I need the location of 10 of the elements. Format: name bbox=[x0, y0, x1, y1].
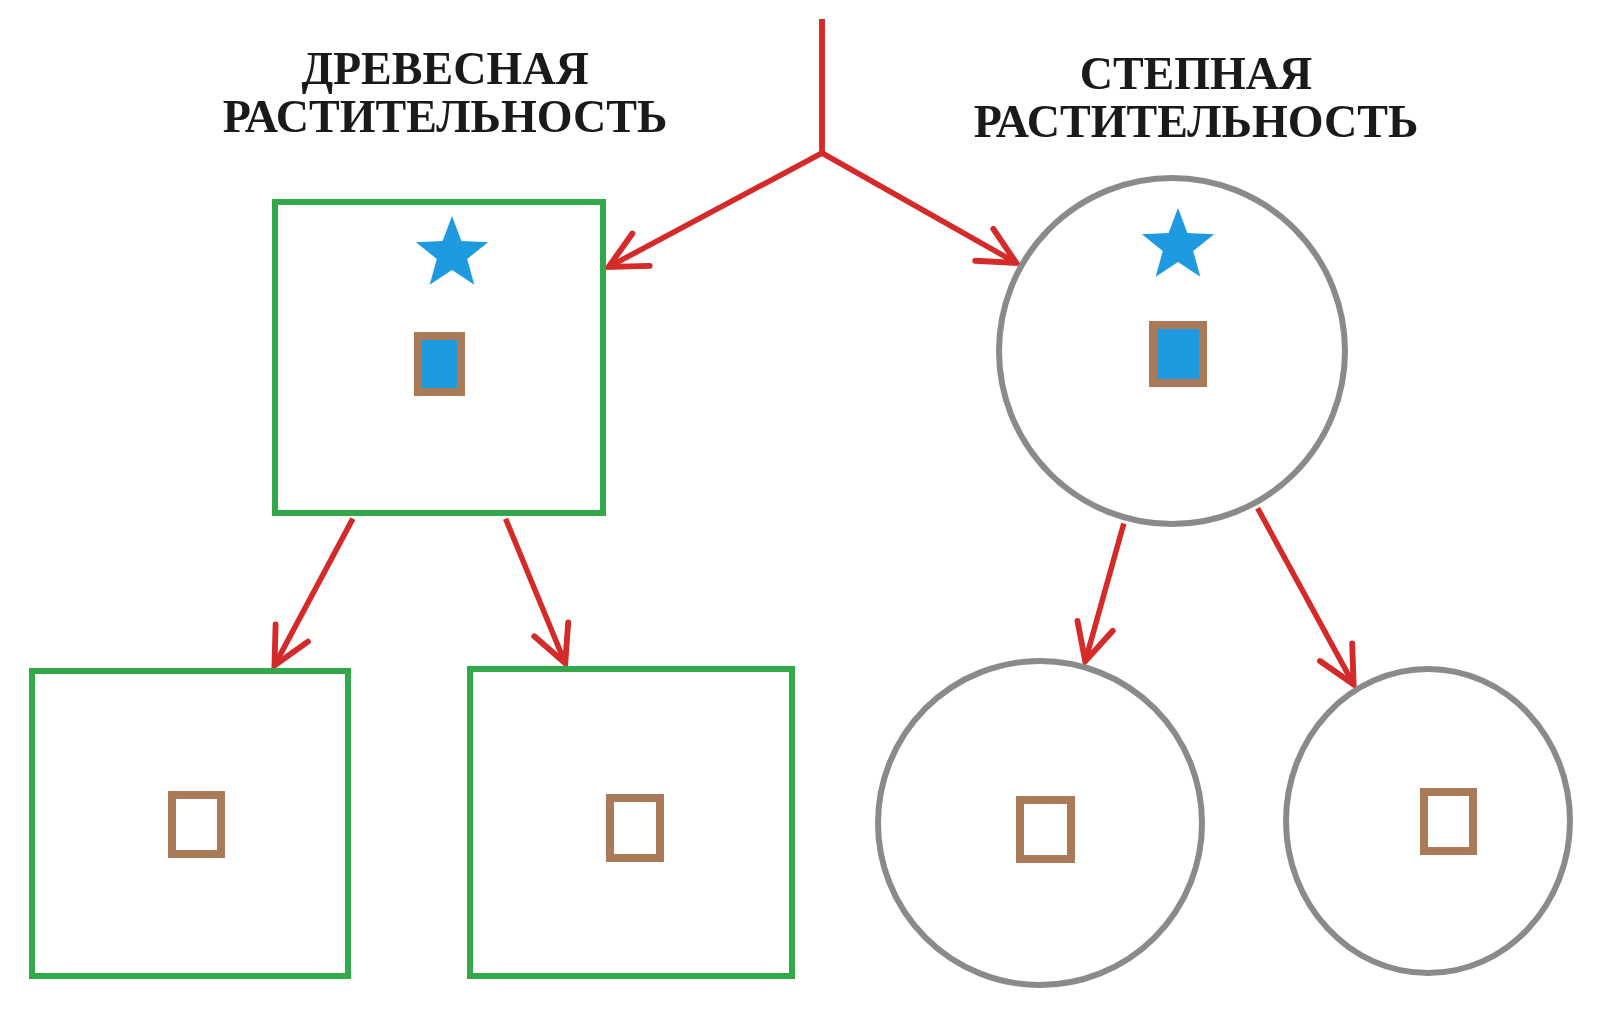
arrow bbox=[503, 517, 572, 667]
arrow bbox=[271, 517, 356, 669]
heading: ДРЕВЕСНАЯ РАСТИТЕЛЬНОСТЬ bbox=[221, 45, 669, 142]
square-box bbox=[467, 666, 795, 979]
heading: СТЕПНАЯ РАСТИТЕЛЬНОСТЬ bbox=[972, 50, 1420, 147]
square-box bbox=[29, 668, 351, 979]
arrow bbox=[819, 19, 1020, 266]
circle-shape bbox=[875, 658, 1205, 988]
arrow bbox=[1255, 506, 1357, 688]
circle-shape bbox=[1283, 666, 1573, 976]
